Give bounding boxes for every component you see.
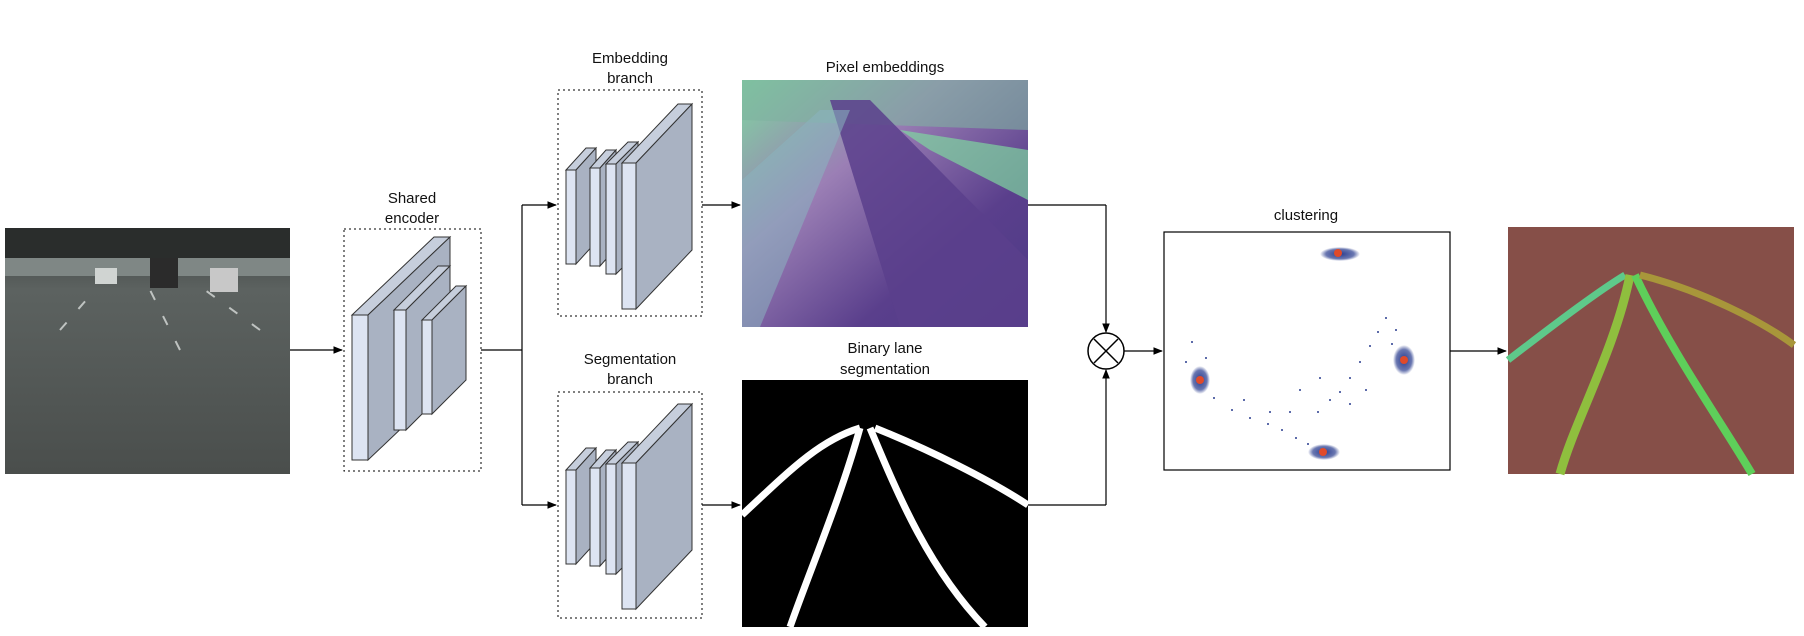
cluster-2 [1190,366,1210,394]
embedding-layer-4 [620,102,694,311]
output-lane-4 [1639,271,1797,348]
segmentation-layer-4 [620,402,694,611]
binary-lane-label-1: Binary lane [847,340,922,357]
pixel-embeddings: Pixel embeddings [742,59,1028,327]
shared-encoder-box [343,228,482,472]
input-road-image [5,228,290,474]
embedding-branch-box [557,89,703,317]
embedding-branch-label-2: branch [607,70,653,87]
binary-lane-segmentation: Binary lane segmentation [739,340,1030,630]
clustering-label: clustering [1274,207,1338,224]
lane-line-1 [739,424,862,518]
lane-line-3 [866,426,988,630]
lane-line-4 [873,424,1030,508]
shared-encoder: Shared encoder [343,190,482,472]
output-lane-1 [1505,271,1627,363]
split-connector [481,201,557,509]
shared-encoder-label-1: Shared [388,190,436,207]
segmentation-branch-label-1: Segmentation [584,351,677,368]
binary-lane-image [742,380,1028,627]
segmentation-branch-label-2: branch [607,371,653,388]
lane-line-2 [786,427,864,629]
binary-lane-label-2: segmentation [840,361,930,378]
cluster-1 [1320,247,1360,261]
output-lane-instances [1505,227,1797,477]
encoder-layer-3 [420,284,468,416]
embedding-branch: Embedding branch [557,50,703,317]
cluster-scatter [1185,317,1397,445]
shared-encoder-label-2: encoder [385,210,439,227]
multiply-icon [1087,332,1125,370]
cluster-3 [1393,345,1415,375]
output-lane-2 [1555,274,1635,476]
pixel-embeddings-label: Pixel embeddings [826,59,944,76]
cluster-4 [1308,444,1340,460]
segmentation-branch: Segmentation branch [557,351,703,619]
merge-connector [1028,204,1110,506]
output-image [1508,227,1794,474]
output-lane-3 [1631,273,1756,477]
clustering: clustering [1163,207,1451,471]
embedding-branch-label-1: Embedding [592,50,668,67]
